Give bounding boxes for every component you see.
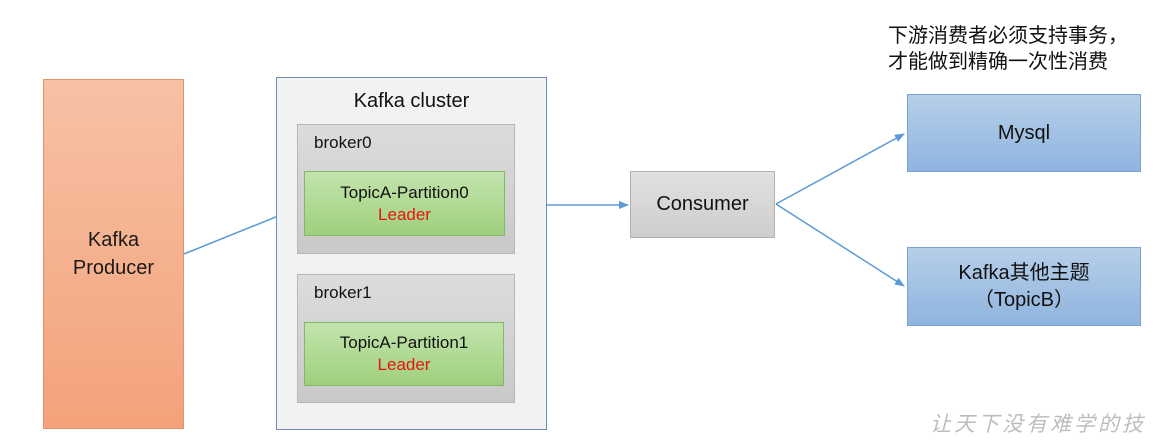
topicb-label: Kafka其他主题 xyxy=(958,261,1090,284)
partition0-box: TopicA-Partition0 Leader xyxy=(304,171,505,236)
broker0-label: broker0 xyxy=(314,133,372,152)
consumer-box: Consumer xyxy=(630,171,775,238)
note-line1: 下游消费者必须支持事务， xyxy=(888,25,1128,47)
consumer-label: Consumer xyxy=(656,193,749,215)
mysql-label: Mysql xyxy=(997,121,1051,144)
cluster-title: Kafka cluster xyxy=(353,90,470,112)
topicb-box: Kafka其他主题 （TopicB） xyxy=(907,247,1141,326)
broker1-label: broker1 xyxy=(314,283,372,302)
partition1-role: Leader xyxy=(377,355,431,374)
partition1-box: TopicA-Partition1 Leader xyxy=(304,322,504,386)
mysql-box: Mysql xyxy=(907,94,1141,172)
producer-label: Kafka Producer xyxy=(72,229,155,279)
partition0-role: Leader xyxy=(378,204,431,224)
partition0-name: TopicA-Partition0 xyxy=(340,182,469,202)
transaction-note: 下游消费者必须支持事务， 才能做到精确一次性消费 xyxy=(888,23,1156,75)
kafka-producer-box: Kafka Producer xyxy=(43,79,184,429)
note-line2: 才能做到精确一次性消费 xyxy=(888,51,1108,73)
watermark-text: 让天下没有难学的技 xyxy=(930,412,1146,436)
partition1-name: TopicA-Partition1 xyxy=(339,333,469,352)
topicb-sublabel: （TopicB） xyxy=(973,288,1075,311)
arrow-consumer-to-topicb xyxy=(775,203,905,287)
arrow-consumer-to-mysql xyxy=(775,133,905,205)
